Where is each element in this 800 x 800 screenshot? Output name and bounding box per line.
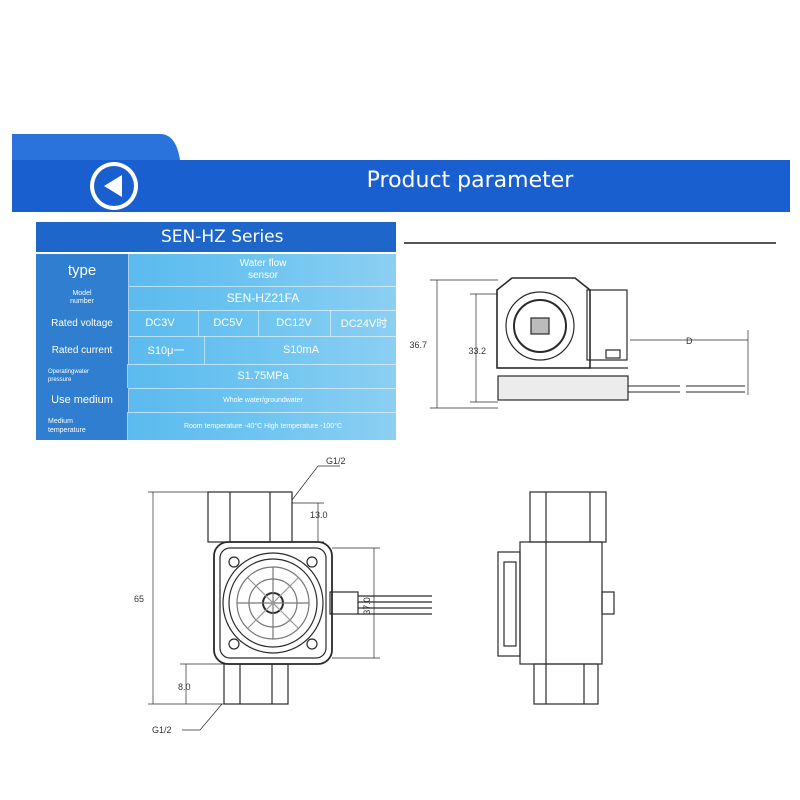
param-label-medium: Use medium: [36, 388, 129, 412]
voltage-value-1: DC5V: [198, 310, 257, 336]
param-label-pressure: Operatingwater pressure: [36, 364, 128, 388]
dim-total-height: 36.7: [409, 340, 427, 350]
dim-cable-label: D: [686, 336, 693, 346]
parameter-table: type Water flow sensor Model number SEN-…: [36, 254, 396, 440]
param-row-voltage: Rated voltage DC3V DC5V DC12V DC24V时: [36, 310, 396, 337]
model-label-line1: Model: [72, 290, 92, 297]
model-label-line2: number: [70, 298, 94, 305]
dim-top-thread-length: 13.0: [310, 510, 328, 520]
param-label-model: Model number: [36, 286, 129, 310]
param-row-current: Rated current S10μ一 S10mA: [36, 336, 396, 365]
voltage-value-3: DC24V时: [330, 310, 397, 336]
front-view-drawing: [207, 491, 432, 705]
param-row-type: type Water flow sensor: [36, 254, 396, 287]
param-label-type: type: [36, 254, 129, 286]
dim-body-width: 37.0: [362, 597, 372, 615]
dim-total-length: 65: [134, 594, 144, 604]
current-value-0: S10μ一: [147, 345, 185, 357]
voltage-value-2: DC12V: [258, 310, 329, 336]
param-row-medium: Use medium Whole water/groundwater: [36, 388, 396, 413]
param-value-medium: Whole water/groundwater: [223, 396, 303, 404]
param-value-pressure: S1.75MPa: [237, 370, 289, 382]
page-title: Product parameter: [366, 168, 574, 193]
param-row-temperature: Medium temperature Room temperature -40°…: [36, 412, 396, 440]
temperature-label-line2: temperature: [48, 427, 86, 434]
type-value-line1: Water flow: [239, 258, 287, 269]
side-view-drawing: [497, 491, 615, 705]
current-value-1: S10mA: [204, 336, 397, 364]
type-value-line2: sensor: [247, 270, 278, 281]
voltage-value-0: DC3V: [145, 317, 175, 329]
param-value-temperature: Room temperature -40°C High temperature …: [183, 422, 343, 430]
series-title-bar: SEN-HZ Series: [36, 222, 396, 252]
pressure-label-line2: pressure: [48, 377, 72, 383]
dim-thread-bottom: G1/2: [152, 725, 172, 735]
temperature-label-line1: Medium: [48, 418, 73, 425]
back-arrow-icon[interactable]: [90, 162, 138, 210]
param-row-model: Model number SEN-HZ21FA: [36, 286, 396, 311]
param-label-current: Rated current: [36, 336, 129, 364]
param-label-voltage: Rated voltage: [36, 310, 129, 336]
param-value-type: Water flow sensor: [130, 254, 396, 286]
dim-bottom-thread-length: 8.0: [178, 682, 191, 692]
param-row-pressure: Operatingwater pressure S1.75MPa: [36, 364, 396, 389]
series-title: SEN-HZ Series: [161, 227, 284, 247]
dim-body-height: 33.2: [468, 346, 486, 356]
dim-thread-top: G1/2: [326, 456, 346, 466]
top-view-drawing: [496, 277, 745, 401]
param-value-model: SEN-HZ21FA: [226, 291, 300, 305]
pressure-label-line1: Operatingwater: [48, 369, 90, 375]
divider-line: [404, 242, 776, 244]
param-label-temperature: Medium temperature: [36, 412, 128, 440]
